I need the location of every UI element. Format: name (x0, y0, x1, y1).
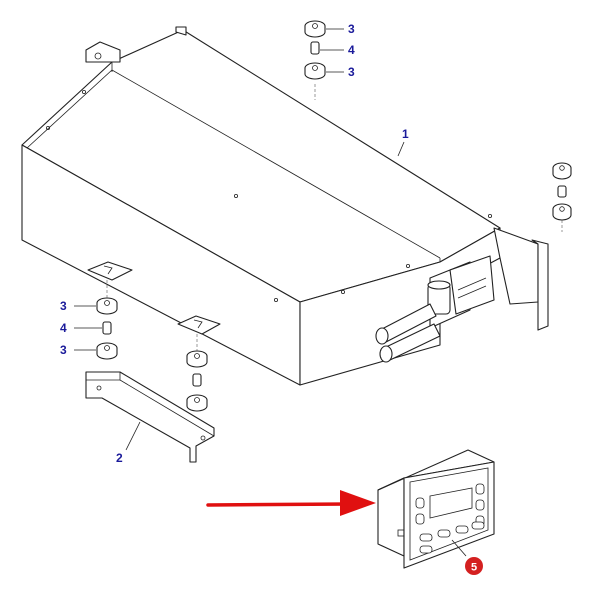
right-arrow-icon (206, 490, 376, 516)
panel-connector (397, 529, 405, 537)
damper-top-a-side (304, 26, 326, 38)
control-panel-buttons (415, 483, 485, 554)
control-panel (377, 449, 495, 569)
panel-button (455, 525, 469, 534)
callout-spacer: 4 (348, 43, 355, 57)
callout-bracket: 2 (116, 451, 123, 465)
leader-line (397, 141, 405, 157)
valve-block (449, 255, 495, 315)
callout-labels: 3 4 3 1 3 4 3 2 (60, 22, 409, 465)
panel-button (471, 521, 485, 530)
rear-corner-tab (175, 26, 187, 36)
damper-left-a-hole (104, 300, 110, 306)
callout-damper: 3 (60, 299, 67, 313)
damper-left-b-hole (104, 345, 110, 351)
rivet (273, 297, 278, 302)
valve-assembly (375, 255, 495, 363)
spacer-right (557, 185, 567, 198)
damper-right-b-side (552, 209, 572, 221)
damper-top-b-side (304, 68, 326, 80)
spacer-center (192, 373, 202, 387)
bracket (85, 371, 215, 463)
panel-button (437, 529, 451, 538)
callout-control-panel: 5 (471, 562, 477, 574)
mounting-flange (493, 227, 539, 305)
alignment-lines (106, 84, 563, 351)
damper-stack-left (96, 297, 118, 360)
bracket-flange (85, 372, 120, 381)
valve-detail (457, 277, 487, 299)
callout-damper: 3 (60, 343, 67, 357)
leader-lines (74, 28, 467, 557)
rivet (487, 213, 492, 218)
callout-damper: 3 (348, 65, 355, 79)
damper-stack-top (304, 20, 326, 80)
mount-plate-right-slot (193, 319, 203, 329)
callout-main-unit: 1 (402, 127, 409, 141)
panel-button (419, 533, 433, 542)
rivet (340, 289, 345, 294)
mounting-plates (87, 261, 221, 335)
panel-button (415, 513, 425, 525)
panel-button (415, 497, 425, 509)
panel-button (419, 545, 433, 554)
rivet (82, 90, 87, 95)
damper-right-b-hole (559, 206, 565, 212)
damper-center-a-hole (194, 353, 200, 359)
pipe-upper-end (375, 327, 389, 345)
control-panel-side (377, 477, 405, 557)
numbered-badge-icon: 5 (465, 557, 483, 575)
panel-button (475, 483, 485, 495)
damper-right-a-side (552, 168, 572, 180)
spacer-top (310, 41, 320, 55)
damper-stack-center (186, 350, 208, 412)
pipe-lower-end (379, 345, 393, 363)
rivet (405, 263, 410, 268)
damper-stack-right (552, 162, 572, 221)
flange-plate (531, 239, 549, 331)
mount-plate-left-slot (103, 265, 113, 275)
callout-damper: 3 (348, 22, 355, 36)
bracket-hole (96, 385, 102, 391)
damper-right-a-hole (559, 165, 565, 171)
damper-center-b-hole (194, 397, 200, 403)
damper-center-a-side (186, 356, 208, 368)
main-unit (21, 26, 549, 386)
damper-left-b-side (96, 348, 118, 360)
damper-top-a-hole (312, 23, 318, 29)
bracket-hole (200, 435, 206, 441)
leader-line (451, 539, 467, 557)
control-panel-bezel (409, 467, 489, 561)
tab-hole (94, 52, 102, 60)
control-panel-display (429, 487, 473, 519)
valve-cap (427, 280, 451, 290)
damper-center-b-side (186, 400, 208, 412)
callout-spacer: 4 (60, 321, 67, 335)
damper-left-a-side (96, 303, 118, 315)
mount-plate-right (177, 315, 221, 335)
panel-button (475, 499, 485, 511)
rivet (233, 193, 238, 198)
damper-top-b-hole (312, 65, 318, 71)
bracket-body (85, 371, 215, 463)
rear-tab (85, 41, 121, 63)
leader-line (125, 421, 141, 451)
spacer-left (102, 321, 112, 335)
rivet (46, 126, 51, 131)
